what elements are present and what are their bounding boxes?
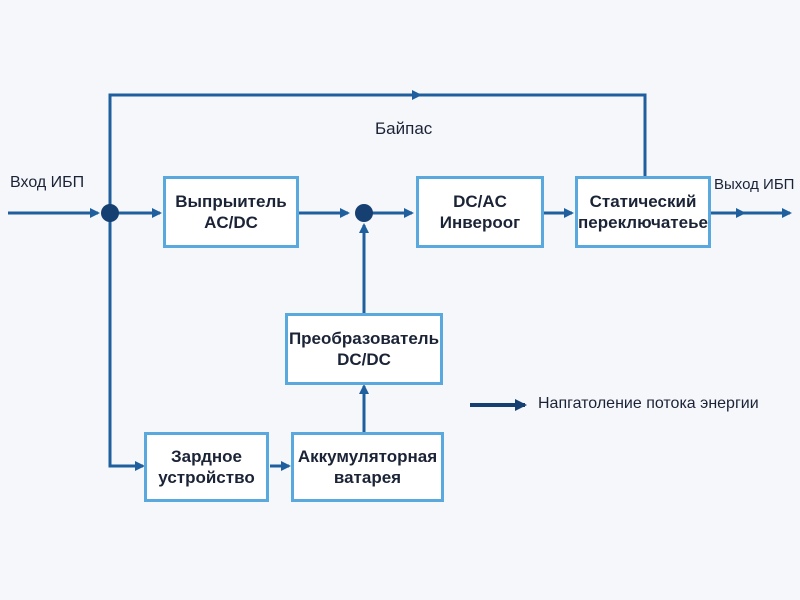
- dc-converter-block: Преобразователь DC/DC: [285, 313, 443, 385]
- input-label: Вход ИБП: [10, 174, 85, 191]
- static-switch-block: Статический переключатеье: [575, 176, 711, 248]
- bypass-path: [108, 93, 647, 213]
- bypass-label: Байпас: [375, 119, 433, 138]
- path-junction1-to-charger: [108, 213, 145, 471]
- inverter-block: DC/AC Инвероог: [416, 176, 544, 248]
- output-label: Выход ИБП: [714, 176, 795, 193]
- junction-input: [101, 204, 119, 222]
- junction-dc-bus: [355, 204, 373, 222]
- charger-block: Зардное устройство: [144, 432, 269, 502]
- rectifier-block: Выпрыитель AC/DC: [163, 176, 299, 248]
- battery-block: Аккумуляторная ватарея: [291, 432, 444, 502]
- legend-label: Напгатоление потока энергии: [538, 395, 759, 412]
